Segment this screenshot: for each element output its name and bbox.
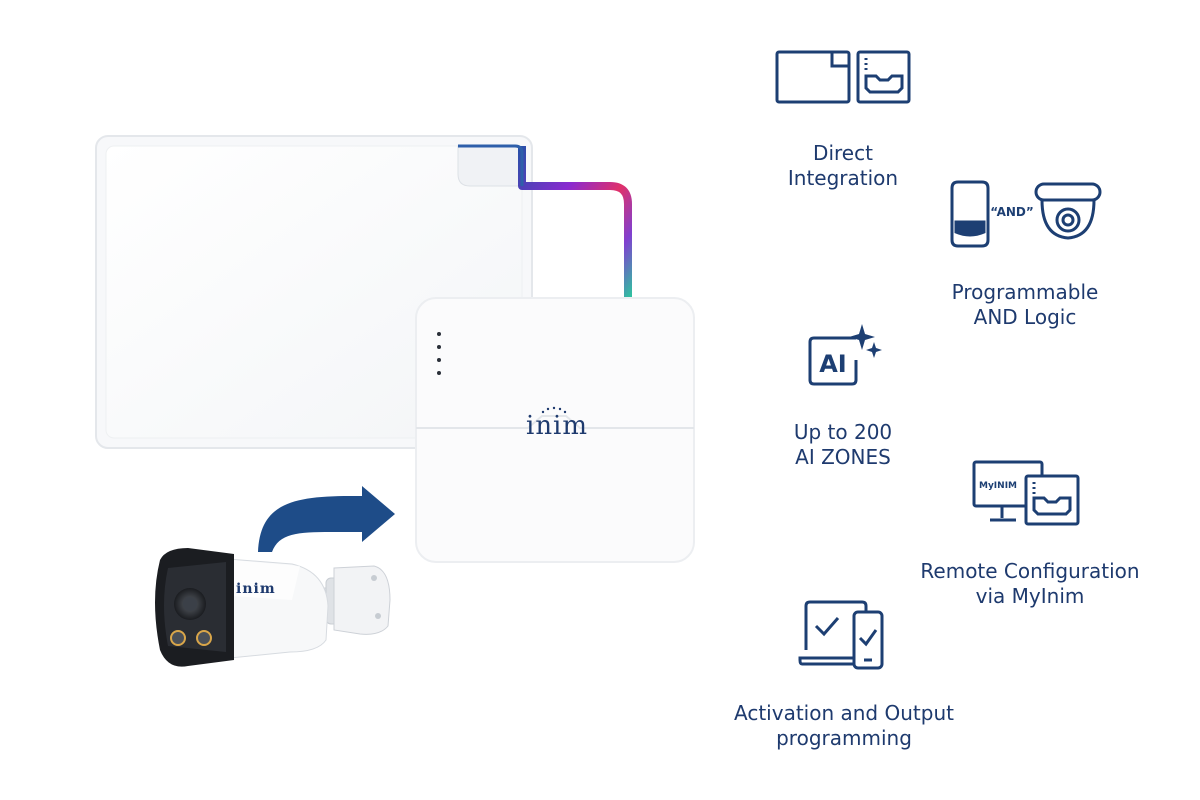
hardware-illustration: [95, 135, 695, 667]
mylnim-monitors-icon: MyINIM: [972, 460, 1080, 526]
and-logic-icon: “AND”: [950, 180, 1102, 248]
bullet-camera: [155, 548, 391, 667]
and-logic-icon-text: “AND”: [990, 205, 1034, 219]
feature-label-activation: Activation and Output programming: [734, 701, 954, 750]
camera-logo: inim: [236, 581, 276, 597]
ai-sparkle-icon: AI: [808, 324, 882, 386]
direct-integration-icon: [775, 50, 911, 104]
laptop-phone-check-icon: [798, 600, 884, 670]
feature-label-remote-config: Remote Configuration via MyInim: [920, 559, 1140, 608]
connection-cable: [518, 146, 632, 300]
flow-arrow: [258, 486, 395, 552]
feature-label-and-logic: Programmable AND Logic: [951, 280, 1099, 329]
ai-icon-text: AI: [819, 350, 847, 378]
mylnim-icon-text: MyINIM: [979, 481, 1017, 491]
nvr-device: [415, 297, 695, 563]
nvr-logo: inim: [526, 411, 589, 441]
feature-label-direct-integration: Direct Integration: [787, 141, 899, 190]
feature-label-ai-zones: Up to 200 AI ZONES: [793, 420, 893, 469]
